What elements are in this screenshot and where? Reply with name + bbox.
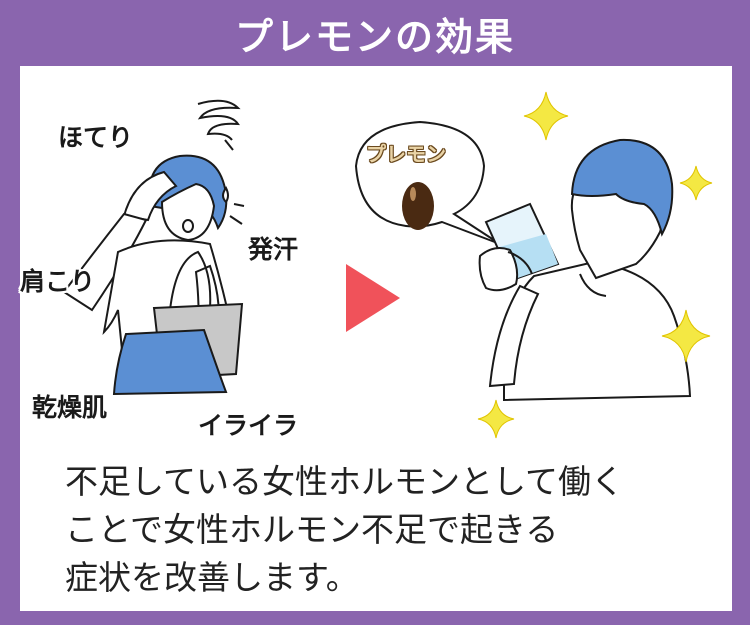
description: 不足している女性ホルモンとして働く ことで女性ホルモン不足で起きる 症状を改善し… (65, 458, 705, 602)
illustration (62, 91, 713, 439)
capsule-icon (402, 182, 434, 230)
speech-bubble (354, 120, 501, 245)
content-panel: ほてり 肩こり 発汗 乾燥肌 イライラ プレモン 不足している女性ホルモンとして… (20, 66, 732, 611)
man-illustration (478, 138, 692, 402)
description-line: ことで女性ホルモン不足で起きる (65, 510, 559, 549)
label-irritability: イライラ (198, 411, 299, 440)
page-title: プレモンの効果 (234, 14, 515, 59)
sparkle-icons (477, 91, 713, 439)
label-dry-skin: 乾燥肌 (32, 393, 108, 422)
label-stiff-shoulders: 肩こり (20, 267, 96, 296)
description-line: 症状を改善します。 (65, 558, 359, 597)
dizzy-swirl-icon (197, 99, 241, 151)
description-line: 不足している女性ホルモンとして働く (65, 462, 625, 501)
bubble-label: プレモン (366, 142, 446, 166)
label-hot-flash: ほてり (58, 123, 134, 152)
woman-illustration (62, 99, 245, 396)
right-arrow-icon (346, 264, 400, 332)
label-sweating: 発汗 (248, 235, 299, 264)
